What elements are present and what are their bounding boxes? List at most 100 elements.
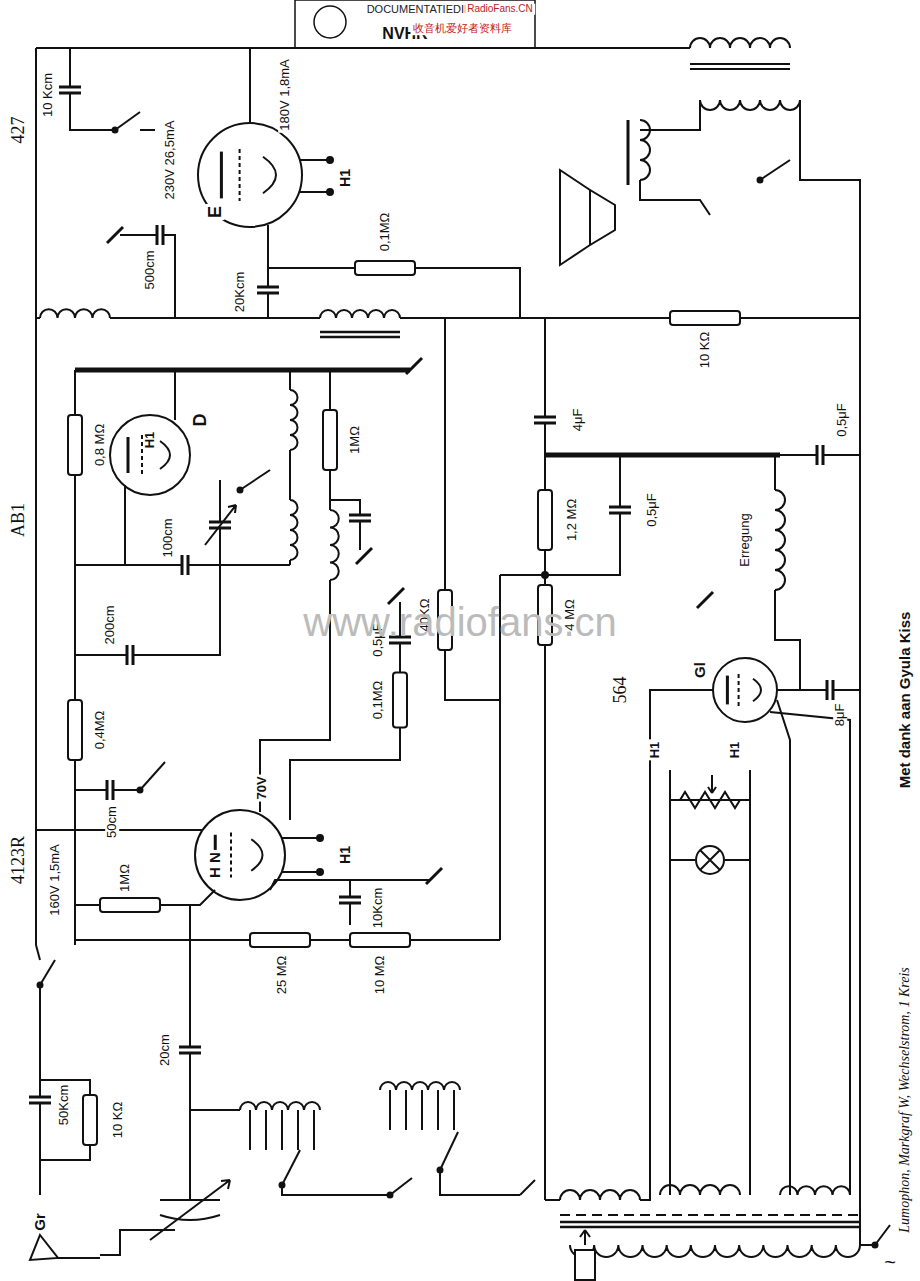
switch-symbol xyxy=(390,1178,412,1195)
wire xyxy=(359,521,361,550)
wire xyxy=(627,120,630,185)
component-label: 20Kcm xyxy=(233,270,247,314)
wire xyxy=(249,48,251,123)
capacitor-symbol xyxy=(107,780,113,800)
switch-contact xyxy=(238,488,243,493)
wire xyxy=(725,859,750,861)
wire xyxy=(389,1090,391,1130)
wire xyxy=(268,267,355,269)
speaker-symbol xyxy=(560,170,615,265)
wire xyxy=(70,93,115,130)
switch-contact xyxy=(758,178,763,183)
wire xyxy=(36,829,203,831)
component-label: 50cm xyxy=(105,804,119,840)
wire xyxy=(349,903,351,925)
resistor-symbol xyxy=(100,898,160,912)
ground-slash xyxy=(697,592,713,608)
wire xyxy=(500,455,620,575)
coil-symbol xyxy=(40,309,110,318)
wire xyxy=(749,770,751,1195)
component-label: Met dank aan Gyula Kiss xyxy=(897,610,913,791)
component-label: 10Kcm xyxy=(371,886,385,930)
wire xyxy=(249,1110,251,1150)
antenna-symbol xyxy=(30,1235,100,1260)
coil-symbol xyxy=(290,500,298,560)
component-label: 25 MΩ xyxy=(275,954,289,997)
tube-envelope xyxy=(198,123,302,227)
component-label: H1 xyxy=(143,430,157,451)
wire xyxy=(320,336,400,339)
switch-contact xyxy=(138,788,143,793)
coil-symbol xyxy=(700,100,800,110)
capacitor-symbol xyxy=(127,645,133,665)
resistor-symbol xyxy=(538,490,552,550)
coil-symbol xyxy=(320,310,400,318)
wire xyxy=(410,939,500,941)
wire xyxy=(189,1110,191,1200)
component-label: 427 xyxy=(9,115,28,146)
component-label: 160V 1,5mA xyxy=(48,842,62,918)
wire xyxy=(313,1110,315,1150)
stamp-box xyxy=(295,0,535,48)
wire xyxy=(160,890,215,905)
capacitor-symbol xyxy=(29,1097,51,1103)
component-label: 20cm xyxy=(158,1032,172,1068)
wire xyxy=(289,370,291,390)
coil-symbol xyxy=(330,510,339,580)
wire xyxy=(445,650,500,700)
tube-grid xyxy=(738,674,740,706)
wire xyxy=(415,268,520,318)
component-label: 4μF xyxy=(571,407,585,434)
capacitor-symbol xyxy=(609,507,631,513)
capacitor-symbol xyxy=(157,225,163,245)
component-label: 0,5μF xyxy=(645,491,659,529)
component-label: 50Kcm xyxy=(57,1083,71,1127)
wire xyxy=(282,1185,390,1195)
wire xyxy=(669,770,671,1195)
wire xyxy=(560,1226,860,1229)
component-label: 10 MΩ xyxy=(373,954,387,997)
wire xyxy=(289,450,291,500)
wire xyxy=(329,370,331,410)
component-label: 200cm xyxy=(103,603,117,646)
wire xyxy=(290,728,400,820)
capacitor-symbol xyxy=(827,680,833,700)
coil-symbol xyxy=(240,1102,320,1110)
capacitor-symbol xyxy=(59,87,81,93)
tube-anode xyxy=(726,676,729,705)
pilot-lamp xyxy=(696,846,724,874)
wire xyxy=(124,485,126,565)
component-label: 0,1MΩ xyxy=(371,679,385,722)
switch-contact xyxy=(873,1243,878,1248)
component-label: 1,2 MΩ xyxy=(565,497,579,543)
component-label: 500cm xyxy=(143,248,157,291)
component-label: D xyxy=(191,412,210,429)
component-label: H1 xyxy=(338,167,353,189)
wire xyxy=(444,318,446,590)
tube-cathode xyxy=(753,679,761,701)
tube-anode xyxy=(220,152,223,199)
switch-symbol xyxy=(282,1150,300,1185)
wire xyxy=(777,700,790,1195)
resistor-symbol xyxy=(393,673,407,728)
wire xyxy=(545,453,780,458)
ground-slash xyxy=(356,548,372,564)
junction-dot xyxy=(542,572,548,578)
wire xyxy=(189,905,191,1047)
switch-contact xyxy=(113,128,118,133)
wire xyxy=(544,318,546,1200)
wire xyxy=(300,191,330,193)
wire xyxy=(400,317,860,319)
wire xyxy=(440,1170,520,1195)
resistor-symbol xyxy=(68,415,82,475)
wire xyxy=(35,48,37,318)
wire xyxy=(453,1090,455,1130)
wire xyxy=(690,63,790,65)
wire xyxy=(265,1110,267,1150)
component-label: 10 Kcm xyxy=(41,71,55,119)
stamp-tube xyxy=(314,6,346,38)
wire xyxy=(640,180,710,215)
coil-symbol xyxy=(690,38,790,48)
wire xyxy=(75,480,220,655)
